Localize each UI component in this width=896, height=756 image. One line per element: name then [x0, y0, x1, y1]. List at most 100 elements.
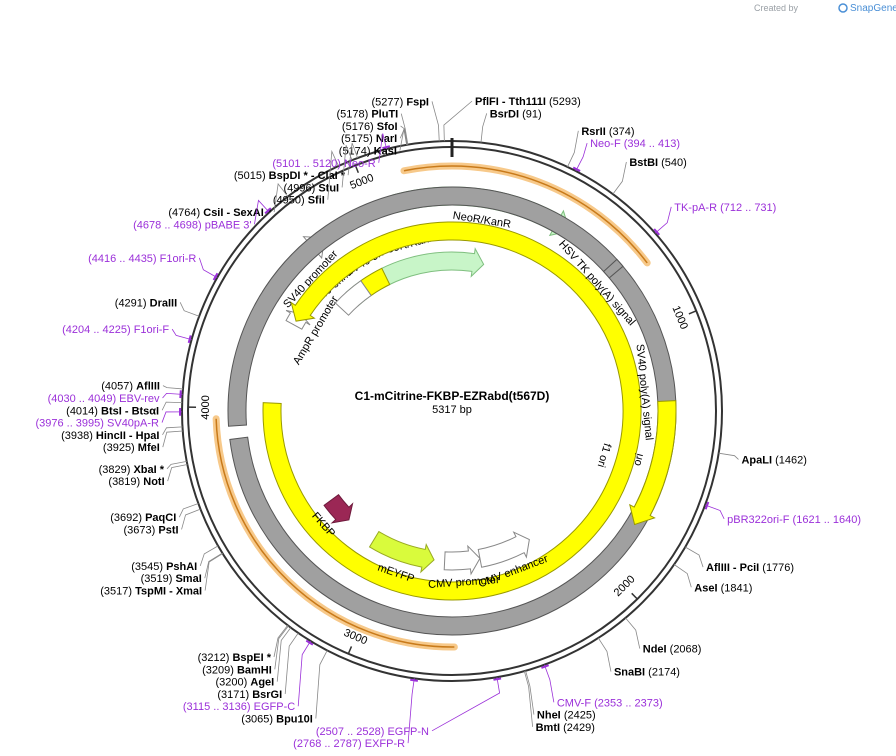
site-position: (2425)	[564, 710, 596, 722]
site-position: (5174)	[339, 146, 374, 158]
site-label: (4291) DraIII	[115, 297, 200, 317]
site-label: (3517) TspMI - XmaI	[100, 553, 223, 597]
primer-text: (3115 .. 3136) EGFP-C	[183, 701, 295, 713]
leader-line	[297, 640, 311, 707]
primer-range: (1621 .. 1640)	[793, 514, 862, 526]
site-name: BtsI - BtsαI	[101, 405, 159, 417]
site-label: BsrDI (91)	[480, 108, 542, 143]
site-position: (5015)	[234, 170, 269, 182]
site-name: BstBI	[629, 157, 661, 169]
site-text: (3673) PstI	[124, 524, 179, 536]
leader-line	[327, 149, 339, 200]
site-label: (5015) BspDI * - ClaI *	[234, 142, 359, 182]
site-text: PflFI - Tth111I (5293)	[475, 96, 581, 108]
primer-name: EBV-rev	[119, 393, 160, 405]
primer-name: Neo-R	[344, 158, 376, 170]
site-text: (4014) BtsI - BtsαI	[66, 405, 159, 417]
primer-name: EGFP-C	[254, 701, 296, 713]
site-text: (3545) PshAI	[131, 561, 197, 573]
site-name: BspDI * - ClaI *	[269, 170, 346, 182]
primer-label: (2507 .. 2528) EGFP-N	[316, 677, 502, 738]
leader-line	[480, 113, 488, 143]
site-label: (4996) StuI	[283, 145, 353, 194]
site-text: (5176) SfoI	[342, 121, 398, 133]
primer-label: pBR322ori-F (1621 .. 1640)	[704, 501, 862, 526]
primer-sites: (5101 .. 5120) Neo-R(4678 .. 4698) pBABE…	[35, 133, 862, 750]
leader-line	[673, 564, 692, 588]
site-position: (3200)	[216, 677, 251, 689]
site-position: (4291)	[115, 297, 150, 309]
site-name: PluTI	[371, 109, 398, 121]
leader-line	[341, 145, 353, 188]
leader-line	[161, 411, 183, 423]
site-position: (3673)	[124, 524, 159, 536]
site-text: (3200) AgeI	[216, 677, 275, 689]
leader-line	[431, 101, 440, 142]
leader-line	[179, 302, 200, 317]
leader-line	[166, 460, 187, 470]
leader-line	[544, 664, 555, 703]
plasmid-name: C1-mCitrine-FKBP-EZRabd(t567D)	[355, 389, 550, 403]
site-position: (3209)	[202, 664, 237, 676]
site-text: AflIII - PciI (1776)	[706, 562, 794, 574]
leader-line	[575, 142, 588, 172]
site-label: (3938) HincII - HpaI	[61, 426, 183, 442]
leader-line	[162, 385, 183, 390]
site-position: (3212)	[198, 652, 233, 664]
site-position: (4014)	[66, 405, 101, 417]
site-text: (3517) TspMI - XmaI	[100, 585, 202, 597]
site-label: PflFI - Tth111I (5293)	[443, 96, 581, 142]
site-name: SnaBI	[614, 667, 648, 679]
site-name: PstI	[158, 524, 178, 536]
site-name: KasI	[374, 146, 397, 158]
site-name: SmaI	[175, 573, 201, 585]
leader-line	[171, 328, 192, 341]
site-name: AseI	[694, 582, 720, 594]
site-text: NdeI (2068)	[643, 644, 702, 656]
tick-label: 5000	[348, 172, 375, 192]
highlight-arc-line	[215, 418, 455, 648]
site-label: AseI (1841)	[673, 564, 752, 594]
primer-range: (5101 .. 5120)	[272, 158, 344, 170]
site-position: (3545)	[131, 561, 166, 573]
site-label: AflIII - PciI (1776)	[685, 546, 794, 574]
leader-line	[400, 113, 409, 145]
site-text: (4996) StuI	[283, 182, 339, 194]
site-label: (3692) PaqCI	[110, 503, 199, 524]
restriction-sites: (5277) FspI(5178) PluTI(5176) SfoI(5175)…	[61, 96, 807, 734]
leader-line	[162, 430, 183, 448]
feature-arrow	[227, 186, 677, 636]
feature-arrow	[629, 400, 677, 526]
site-label: (5277) FspI	[372, 96, 440, 142]
site-position: (5178)	[336, 109, 371, 121]
site-text: (5277) FspI	[372, 96, 429, 108]
leader-line	[718, 452, 739, 460]
site-label: (3545) PshAI	[131, 545, 219, 573]
credit-prefix: Created by	[754, 3, 799, 13]
site-position: (3925)	[103, 442, 138, 454]
site-label: (3209) BamHI	[202, 625, 289, 676]
site-label: BmtI (2429)	[523, 671, 595, 734]
primer-label: TK-pA-R (712 .. 731)	[653, 202, 776, 236]
leader-line	[273, 625, 289, 658]
snapgene-logo-icon	[838, 3, 848, 13]
site-name: TspMI - XmaI	[135, 585, 202, 597]
site-label: (3200) AgeI	[216, 627, 292, 689]
leader-line	[443, 100, 473, 142]
primer-range: (4204 .. 4225)	[62, 324, 134, 336]
site-name: PshAI	[166, 561, 197, 573]
site-name: NheI	[537, 710, 564, 722]
site-name: SfiI	[308, 195, 325, 207]
primer-text: (4416 .. 4435) F1ori-R	[88, 253, 196, 265]
primer-range: (3115 .. 3136)	[183, 701, 254, 713]
feature-label: CMV promoter	[428, 574, 501, 591]
tick-mark	[354, 165, 360, 174]
leader-line	[162, 392, 183, 399]
primer-name: TK-pA-R	[674, 202, 720, 214]
leader-line	[407, 678, 415, 744]
site-position: (4057)	[101, 381, 136, 393]
primer-label: CMV-F (2353 .. 2373)	[541, 664, 663, 709]
tick-label: 1000	[670, 304, 690, 331]
site-text: (5178) PluTI	[336, 109, 398, 121]
leader-line	[704, 504, 725, 520]
